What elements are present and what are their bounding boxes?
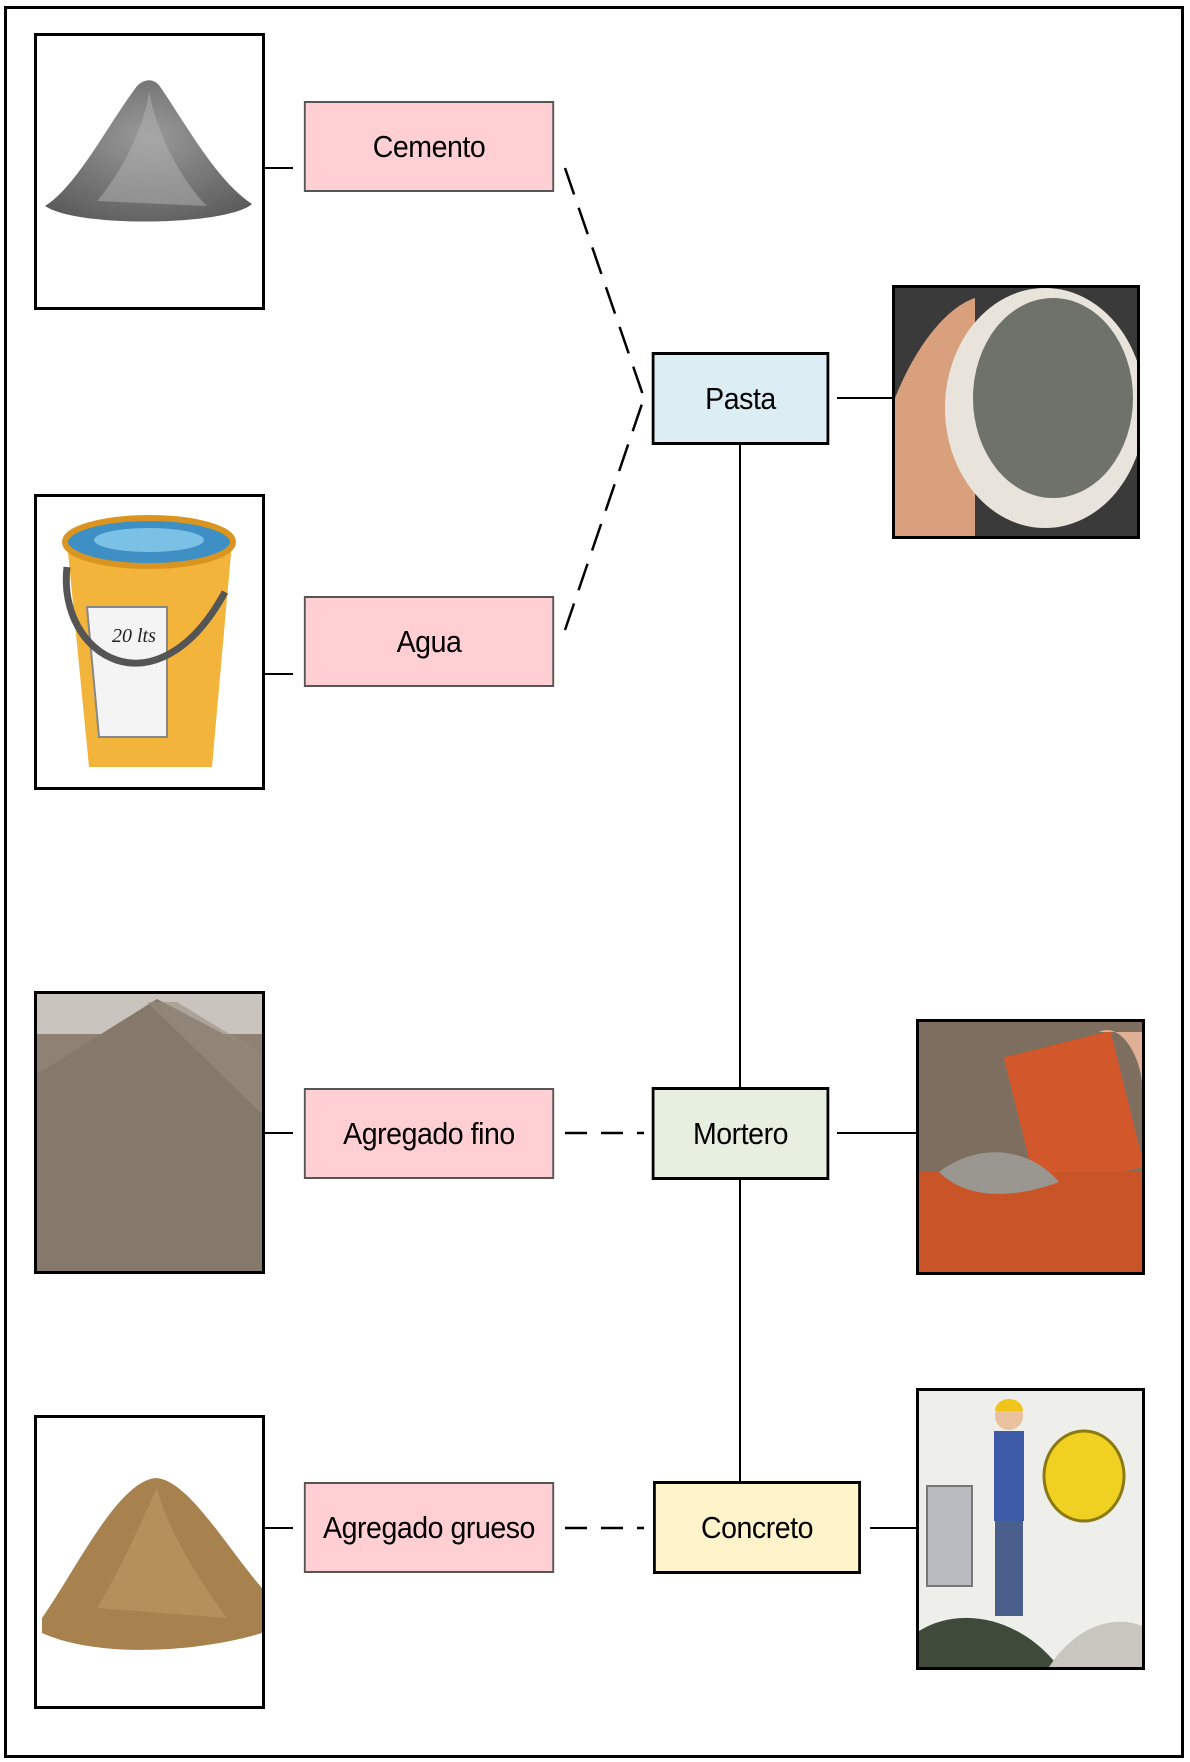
agua-label: Agua xyxy=(303,596,555,687)
cemento-pasta-link xyxy=(563,167,646,399)
agregado-fino-image xyxy=(34,991,265,1274)
fine-aggregate-picture xyxy=(37,994,262,1271)
bricklaying-picture xyxy=(919,1022,1142,1272)
cemento-image xyxy=(34,33,265,310)
concreto-image xyxy=(916,1388,1145,1670)
agregado-grueso-image xyxy=(34,1415,265,1709)
coarse-aggregate-picture xyxy=(42,1478,262,1650)
bucket-label: 20 lts xyxy=(112,625,156,647)
pasta-image xyxy=(892,285,1140,539)
concrete-mixing-picture xyxy=(919,1391,1142,1667)
mortero-label: Mortero xyxy=(651,1087,830,1180)
paste-bowl-picture xyxy=(895,288,1137,536)
mortero-image xyxy=(916,1019,1145,1275)
pasta-label: Pasta xyxy=(651,352,830,445)
cement-pile-picture xyxy=(45,80,252,222)
agregado-grueso-label: Agregado grueso xyxy=(303,1482,555,1573)
agua-image: 20 lts xyxy=(34,494,265,790)
water-bucket-picture: 20 lts xyxy=(62,515,236,767)
concreto-label: Concreto xyxy=(653,1481,861,1574)
agua-pasta-link xyxy=(563,397,646,631)
cemento-label: Cemento xyxy=(303,101,555,192)
agregado-fino-label: Agregado fino xyxy=(303,1088,555,1179)
